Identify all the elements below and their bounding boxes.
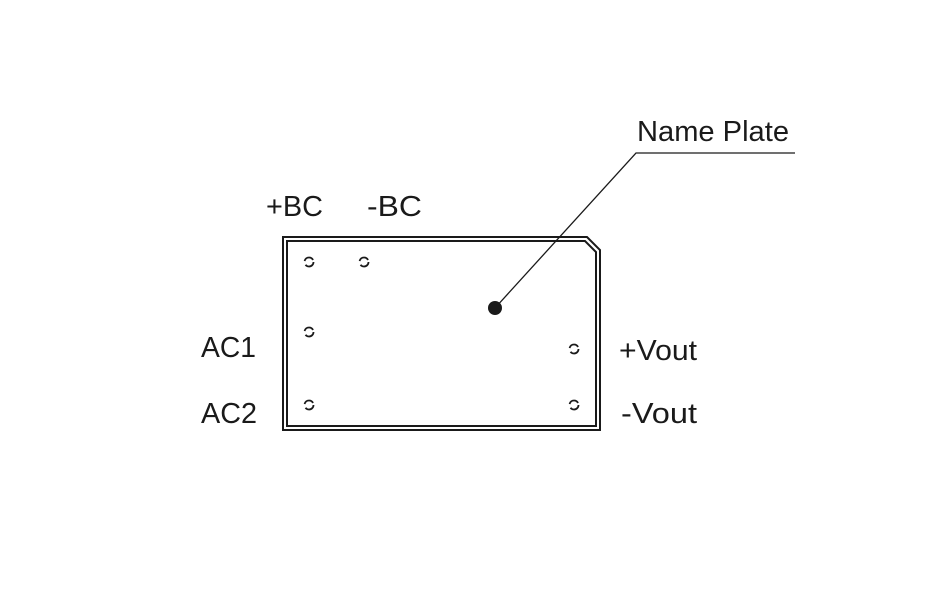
name-plate-leader-line (494, 152, 795, 309)
label-minus-bc: -BC (367, 191, 422, 223)
pins (303, 256, 580, 411)
module-outer-edge (282, 236, 601, 431)
pin-ac2 (303, 399, 315, 411)
pin-ac1 (303, 326, 315, 338)
pin-minus-bc (358, 256, 370, 268)
pin-minus-vout (568, 399, 580, 411)
label-minus-vout: -Vout (621, 398, 697, 430)
pin-plus-bc (303, 256, 315, 268)
label-ac1: AC1 (201, 332, 256, 364)
label-plus-bc: +BC (266, 191, 323, 223)
label-ac2: AC2 (201, 398, 257, 430)
label-name-plate: Name Plate (637, 116, 789, 148)
pin-plus-vout (568, 343, 580, 355)
module-inner-edge (286, 240, 597, 427)
label-plus-vout: +Vout (619, 335, 697, 367)
module-outline (282, 236, 601, 431)
